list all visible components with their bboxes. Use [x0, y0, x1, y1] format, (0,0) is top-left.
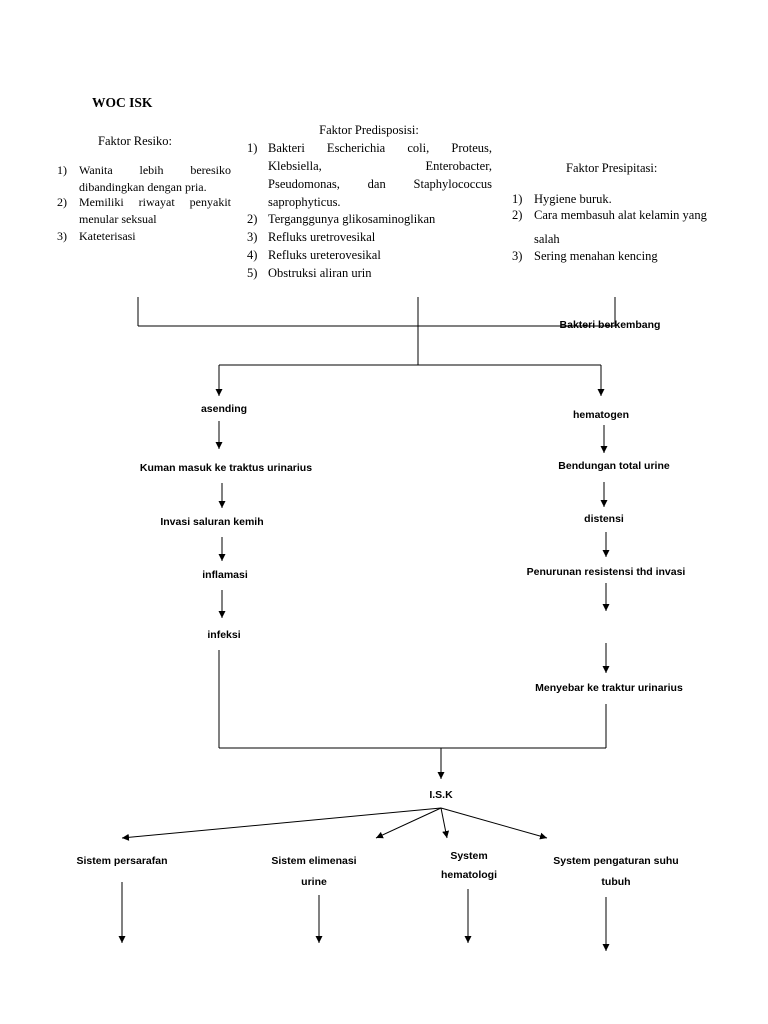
- outcome-system-hematologi: System hematologi: [441, 847, 497, 885]
- arrow-isk-to-eliminasi: [375, 807, 442, 839]
- list-number: 1): [247, 141, 258, 155]
- list-item: 2) Cara membasuh alat kelamin yang salah: [512, 207, 752, 248]
- node-kuman-masuk: Kuman masuk ke traktus urinarius: [139, 462, 313, 474]
- list-line: menular seksual: [79, 211, 157, 226]
- list-line: Refluks ureterovesikal: [268, 248, 381, 262]
- list-number: 1): [57, 163, 67, 177]
- node-distensi: distensi: [584, 513, 624, 525]
- list-item: 3) Kateterisasi: [57, 228, 233, 245]
- list-item: 2) Memiliki riwayat penyakit menular sek…: [57, 194, 233, 227]
- list-number: 2): [512, 208, 523, 222]
- list-item: 3) Refluks uretrovesikal: [247, 228, 493, 246]
- list-number: 2): [247, 212, 258, 226]
- list-line: Cara membasuh alat kelamin yang: [534, 208, 707, 222]
- outcome-sistem-persarafan: Sistem persarafan: [76, 855, 167, 868]
- list-line: Bakteri Escherichia coli, Proteus,: [268, 141, 492, 155]
- list-number: 4): [247, 248, 258, 262]
- list-item: 2) Terganggunya glikosaminoglikan: [247, 210, 493, 228]
- outcome-line: Sistem persarafan: [76, 855, 168, 867]
- outcome-line: tubuh: [601, 876, 631, 888]
- list-item: 1) Wanita lebih beresiko dibandingkan de…: [57, 162, 233, 195]
- outcome-system-pengaturan-suhu: System pengaturan suhu tubuh: [553, 851, 678, 893]
- list-item: 1) Hygiene buruk.: [512, 191, 752, 208]
- node-hematogen: hematogen: [572, 409, 630, 421]
- list-number: 3): [512, 249, 523, 263]
- list-number: 3): [247, 230, 258, 244]
- node-invasi-saluran-kemih: Invasi saluran kemih: [160, 516, 264, 528]
- node-inflamasi: inflamasi: [202, 569, 248, 581]
- faktor-predisposisi-heading: Faktor Predisposisi:: [319, 123, 419, 137]
- node-bendungan-total-urine: Bendungan total urine: [558, 460, 670, 472]
- outcome-line: Sistem elimenasi: [271, 855, 357, 867]
- list-line: Klebsiella, Enterobacter,: [268, 159, 492, 173]
- list-line: salah: [534, 232, 560, 246]
- list-item: 1) Bakteri Escherichia coli, Proteus, Kl…: [247, 139, 493, 211]
- list-line: Hygiene buruk.: [534, 192, 612, 206]
- node-bakteri-berkembang: Bakteri berkembang: [559, 319, 661, 331]
- list-number: 5): [247, 266, 258, 280]
- arrow-isk-to-hematologi: [440, 807, 450, 839]
- list-line: Kateterisasi: [79, 229, 136, 243]
- outcome-line: System pengaturan suhu: [553, 855, 679, 867]
- list-line: Sering menahan kencing: [534, 249, 658, 263]
- outcome-line: System: [450, 850, 488, 862]
- list-line: Pseudomonas, dan Staphylococcus: [268, 177, 492, 191]
- node-menyebar: Menyebar ke traktur urinarius: [535, 682, 683, 694]
- list-item: 5) Obstruksi aliran urin: [247, 264, 493, 282]
- list-line: dibandingkan dengan pria.: [79, 179, 207, 194]
- list-line: Terganggunya glikosaminoglikan: [268, 212, 436, 226]
- list-number: 1): [512, 192, 523, 206]
- faktor-presipitasi-heading: Faktor Presipitasi:: [566, 161, 658, 175]
- list-item: 4) Refluks ureterovesikal: [247, 246, 493, 264]
- list-line: Memiliki riwayat penyakit: [79, 195, 231, 209]
- node-isk: I.S.K: [429, 789, 453, 801]
- list-line: saprophyticus.: [268, 195, 341, 209]
- arrow-isk-to-persarafan: [121, 807, 442, 841]
- list-line: Obstruksi aliran urin: [268, 266, 372, 280]
- list-number: 2): [57, 195, 67, 209]
- node-asending: asending: [200, 403, 248, 415]
- arrow-isk-to-suhu: [440, 807, 548, 840]
- list-line: Refluks uretrovesikal: [268, 230, 376, 244]
- list-number: 3): [57, 229, 67, 243]
- faktor-resiko-heading: Faktor Resiko:: [98, 134, 172, 148]
- outcome-line: hematologi: [440, 869, 498, 881]
- page-title: WOC ISK: [92, 95, 153, 110]
- node-penurunan-resistensi: Penurunan resistensi thd invasi: [526, 566, 686, 578]
- outcome-line: urine: [301, 876, 327, 888]
- outcome-sistem-eliminasi: Sistem elimenasi urine: [271, 851, 356, 893]
- list-item: 3) Sering menahan kencing: [512, 248, 752, 265]
- node-infeksi: infeksi: [207, 629, 241, 641]
- list-line: Wanita lebih beresiko: [79, 163, 231, 177]
